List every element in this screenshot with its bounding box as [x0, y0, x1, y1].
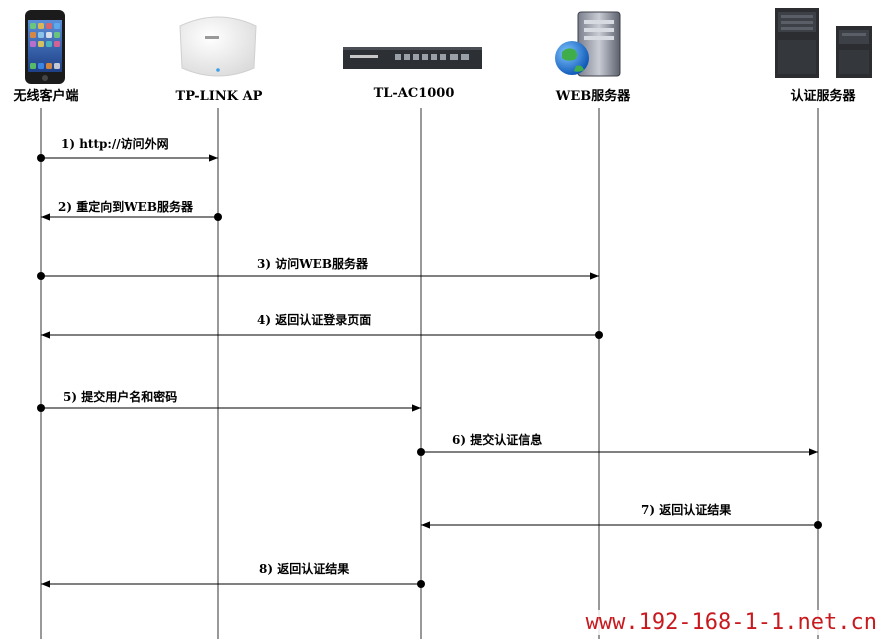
rack-controller-icon [343, 47, 482, 69]
message-7-label: 7) 返回认证结果 [641, 502, 731, 517]
message-2: 2) 重定向到WEB服务器 [41, 199, 222, 221]
watermark: www.192-168-1-1.net.cn [585, 610, 877, 635]
actor-label-ap: TP-LINK AP [176, 89, 263, 104]
message-3: 3) 访问WEB服务器 [37, 256, 599, 280]
message-4-label: 4) 返回认证登录页面 [257, 312, 371, 327]
actor-label-auth: 认证服务器 [790, 88, 856, 104]
ceiling-ap-icon [179, 16, 257, 77]
message-1-label: 1) http://访问外网 [61, 136, 169, 151]
message-3-label: 3) 访问WEB服务器 [257, 256, 369, 271]
message-5-label: 5) 提交用户名和密码 [63, 389, 177, 404]
message-8: 8) 返回认证结果 [41, 561, 425, 588]
message-4: 4) 返回认证登录页面 [41, 312, 603, 339]
message-7: 7) 返回认证结果 [421, 502, 822, 529]
actor-label-ac: TL-AC1000 [374, 86, 455, 101]
message-6-label: 6) 提交认证信息 [452, 432, 542, 447]
message-2-label: 2) 重定向到WEB服务器 [58, 199, 194, 214]
web-server-icon [555, 11, 621, 77]
tower-server-icon [775, 8, 872, 78]
actor-label-client: 无线客户端 [12, 88, 78, 104]
message-6: 6) 提交认证信息 [417, 432, 818, 456]
message-1: 1) http://访问外网 [37, 136, 218, 162]
actor-label-web: WEB服务器 [555, 88, 631, 104]
message-5: 5) 提交用户名和密码 [37, 389, 421, 412]
smartphone-icon [25, 10, 65, 84]
message-8-label: 8) 返回认证结果 [259, 561, 349, 576]
